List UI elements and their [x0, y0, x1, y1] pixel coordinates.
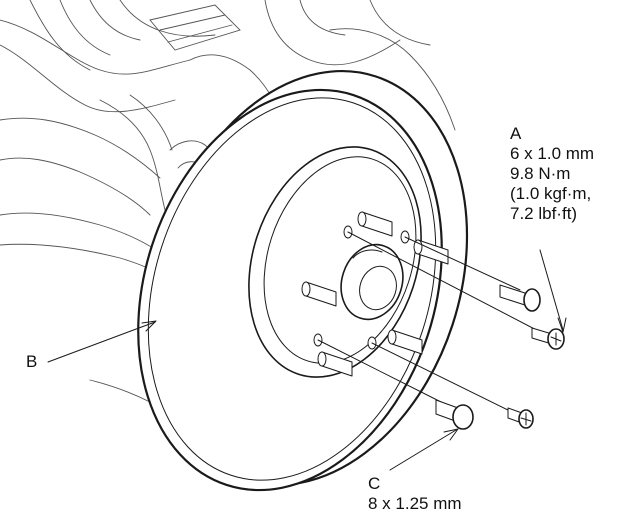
assembly-lines: [317, 231, 549, 417]
label-c: C 8 x 1.25 mm: [368, 474, 462, 514]
leader-b: [47, 321, 156, 363]
brake-disc: [137, 70, 469, 492]
label-b: B: [26, 352, 37, 372]
wheel-studs: [301, 211, 449, 377]
leader-b-arrow: [141, 320, 157, 332]
label-a-torque-lbfft: 7.2 lbf·ft): [510, 204, 578, 223]
label-c-size: 8 x 1.25 mm: [368, 494, 462, 513]
leader-c: [389, 429, 457, 471]
leader-c-arrow: [443, 428, 459, 441]
wheel-stud: [357, 211, 393, 237]
label-c-letter: C: [368, 474, 381, 493]
leader-a: [539, 249, 564, 331]
label-a-torque-kgfm: (1.0 kgf·m,: [510, 184, 592, 203]
flat-head-screw: [531, 327, 565, 350]
flat-head-screw: [499, 284, 541, 312]
label-b-letter: B: [26, 352, 38, 371]
bolt: [435, 399, 474, 430]
label-a-size: 6 x 1.0 mm: [510, 144, 595, 163]
flat-head-screw: [507, 407, 534, 429]
wheel-stud: [317, 351, 353, 377]
label-a-torque-nm: 9.8 N·m: [510, 164, 571, 183]
label-a-letter: A: [510, 124, 522, 143]
leader-a-arrow: [557, 317, 567, 333]
wheel-stud: [301, 281, 337, 307]
label-a: A 6 x 1.0 mm 9.8 N·m (1.0 kgf·m, 7.2 lbf…: [510, 124, 594, 224]
wheel-stud: [387, 329, 423, 355]
